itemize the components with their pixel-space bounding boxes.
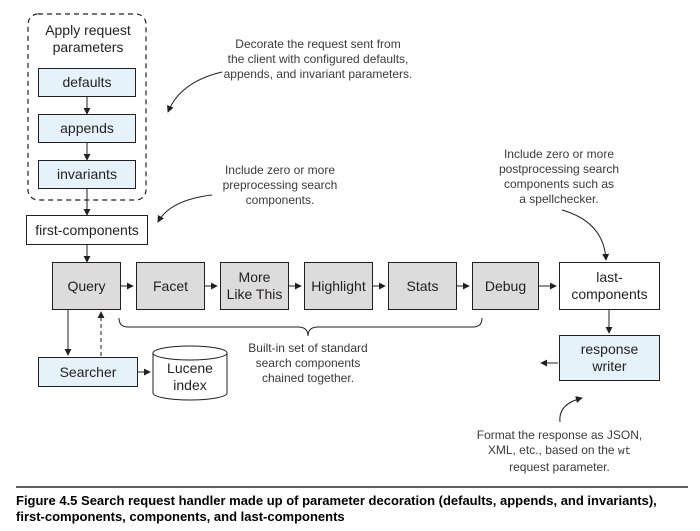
debug-label: Debug	[484, 277, 527, 294]
annotation-preprocess-line2: preprocessing search	[222, 178, 338, 192]
query-component-box: Query	[52, 262, 121, 310]
facet-label: Facet	[152, 277, 188, 294]
callout-decorate	[167, 71, 223, 113]
first-components-label: first-components	[35, 221, 139, 238]
more-like-this-component-box: More Like This	[220, 262, 289, 310]
annotation-postprocess-line3: components such as	[503, 177, 615, 191]
annotation-preprocess-line3: components.	[245, 193, 315, 207]
annotation-builtin-line2: search components	[255, 356, 361, 370]
annotation-format-line2-text: XML, etc., based on the	[487, 443, 615, 457]
defaults-label: defaults	[62, 74, 112, 90]
first-components-box: first-components	[26, 215, 148, 245]
stats-component-box: Stats	[388, 262, 457, 310]
figure-caption: Figure 4.5 Search request handler made u…	[16, 493, 657, 524]
callout-format	[559, 396, 583, 423]
parameter-group-title-line1: Apply request	[45, 22, 131, 38]
response-writer-label-line2: writer	[592, 358, 627, 374]
facet-component-box: Facet	[136, 262, 205, 310]
annotation-postprocess-line2: postprocessing search	[498, 162, 620, 176]
annotation-format-line2: XML, etc., based on the wt	[462, 443, 657, 460]
response-writer-box: response writer	[559, 335, 660, 381]
last-components-label-line2: components	[571, 286, 648, 302]
annotation-decorate-line1: Decorate the request sent from	[235, 37, 401, 51]
wt-parameter-code: wt	[617, 446, 632, 458]
appends-box: appends	[38, 114, 136, 143]
searcher-label: Searcher	[59, 363, 117, 380]
more-like-this-label-line2: Like This	[226, 286, 283, 302]
annotation-preprocess-line1: Include zero or more	[224, 163, 336, 177]
annotation-format: Format the response as JSON, XML, etc., …	[462, 428, 657, 475]
annotation-format-line1: Format the response as JSON,	[476, 428, 643, 442]
callout-postprocess	[561, 209, 610, 261]
callout-preprocess	[157, 194, 213, 223]
highlight-component-box: Highlight	[304, 262, 373, 310]
components-brace	[118, 317, 483, 337]
more-like-this-label-line1: More	[238, 269, 271, 285]
parameter-group-title: Apply request parameters	[34, 22, 142, 56]
stats-label: Stats	[406, 277, 439, 294]
annotation-postprocess-line4: a spellchecker.	[519, 192, 599, 206]
query-label: Query	[67, 277, 106, 294]
last-components-label-line1: last-	[596, 269, 623, 285]
invariants-box: invariants	[38, 160, 136, 189]
appends-label: appends	[60, 120, 114, 136]
annotation-builtin-line1: Built-in set of standard	[248, 341, 368, 355]
annotation-postprocess-line1: Include zero or more	[503, 147, 615, 161]
lucene-index-cylinder	[152, 345, 228, 401]
annotation-decorate-line3: appends, and invariant parameters.	[223, 67, 413, 81]
annotation-postprocess: Include zero or more postprocessing sear…	[484, 147, 634, 207]
searcher-box: Searcher	[38, 357, 138, 387]
annotation-decorate: Decorate the request sent from the clien…	[208, 37, 428, 82]
annotation-preprocess: Include zero or more preprocessing searc…	[205, 163, 355, 208]
last-components-box: last- components	[559, 262, 660, 310]
highlight-label: Highlight	[311, 277, 366, 294]
invariants-label: invariants	[57, 166, 117, 182]
annotation-builtin-line3: chained together.	[261, 371, 355, 385]
response-writer-label-line1: response	[580, 341, 639, 357]
annotation-decorate-line2: the client with configured defaults,	[227, 52, 409, 66]
lucene-index-label-line2: index	[173, 377, 207, 393]
parameter-group-title-line2: parameters	[52, 39, 124, 55]
annotation-builtin: Built-in set of standard search componen…	[228, 341, 388, 386]
lucene-index-label-line1: Lucene	[167, 360, 213, 376]
annotation-format-line3: request parameter.	[509, 460, 610, 474]
debug-component-box: Debug	[472, 262, 539, 310]
defaults-box: defaults	[38, 68, 136, 97]
lucene-index-label: Lucene index	[152, 360, 228, 394]
